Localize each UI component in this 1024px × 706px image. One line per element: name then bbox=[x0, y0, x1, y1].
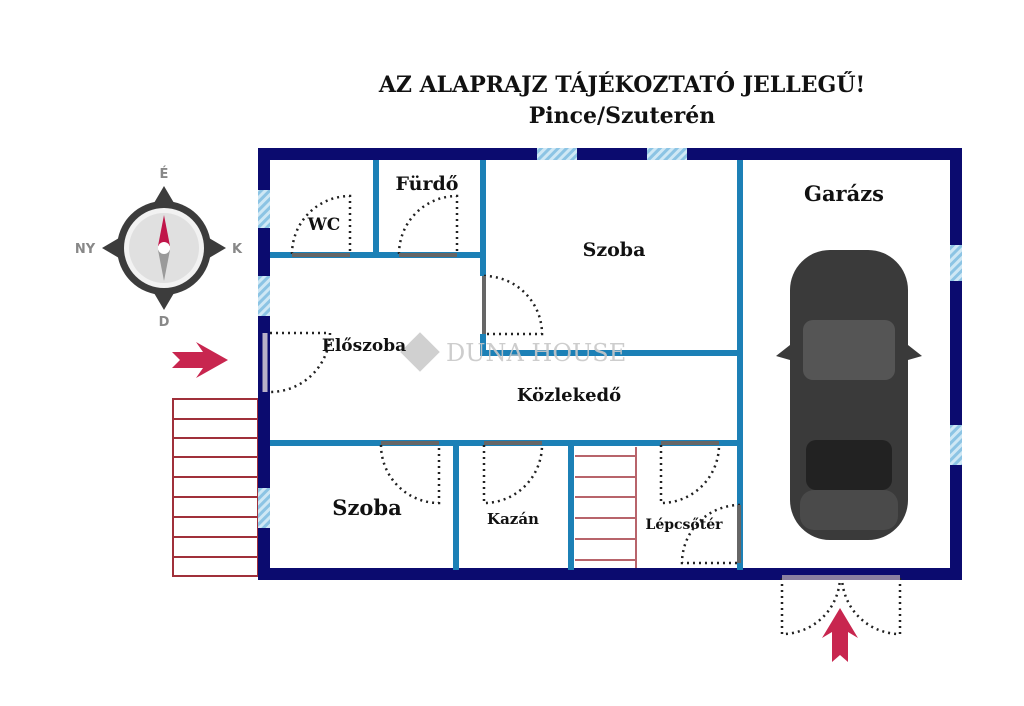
room-label-hall: Előszoba bbox=[322, 336, 406, 356]
car-icon bbox=[776, 250, 922, 540]
room-label-garage: Garázs bbox=[804, 181, 884, 206]
floor-subtitle: Pince/Szuterén bbox=[528, 103, 716, 129]
room-label-room-top: Szoba bbox=[583, 239, 646, 261]
entrance-arrow-icon bbox=[172, 342, 228, 378]
windows bbox=[258, 148, 962, 528]
duna-house-watermark: DUNA HOUSE bbox=[400, 332, 626, 372]
room-label-room-bottom: Szoba bbox=[332, 495, 402, 520]
plan-disclaimer-title: AZ ALAPRAJZ TÁJÉKOZTATÓ JELLEGŰ! bbox=[378, 72, 866, 98]
compass-west-label: NY bbox=[75, 242, 96, 257]
compass-north-label: É bbox=[160, 166, 169, 182]
room-label-wc: WC bbox=[307, 215, 341, 235]
room-label-boiler: Kazán bbox=[487, 510, 539, 528]
inner-stairs bbox=[575, 447, 637, 570]
garage-entrance-arrow-icon bbox=[822, 608, 858, 662]
room-label-stairwell: Lépcsőtér bbox=[645, 517, 723, 533]
room-label-corridor: Közlekedő bbox=[517, 385, 621, 406]
room-label-bathroom: Fürdő bbox=[396, 173, 459, 195]
doors bbox=[269, 194, 902, 636]
garage-door bbox=[782, 575, 900, 580]
entrance-stairs bbox=[172, 398, 259, 577]
door-leaves bbox=[292, 253, 741, 563]
svg-text:DUNA HOUSE: DUNA HOUSE bbox=[446, 339, 626, 367]
compass-icon bbox=[102, 186, 226, 310]
compass-south-label: D bbox=[159, 315, 170, 330]
compass-east-label: K bbox=[232, 242, 243, 257]
